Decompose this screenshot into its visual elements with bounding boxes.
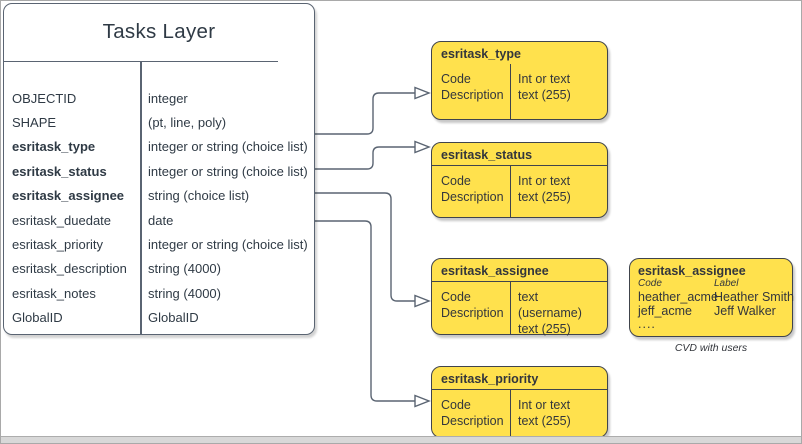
cell-text: Int or text [518,398,571,412]
table-row: esritask_priority integer or string (choi… [4,232,314,256]
cvd-row: jeff_acme Jeff Walker [638,304,784,318]
choice-table-title: esritask_priority [432,367,607,390]
cell-text: Code [441,290,471,304]
cell-text: Description [441,306,504,320]
table-row: esritask_status integer or string (choice… [4,159,314,183]
table-row: OBJECTID integer [4,86,314,110]
connector-esritask-assignee [315,192,415,302]
connector-esritask-type [315,92,415,135]
field-type: string (4000) [148,285,221,301]
cvd-code: jeff_acme [638,304,692,318]
cell-text: Int or text [518,174,571,188]
cell-text: text (255) [518,88,571,102]
open-arrowhead-icon [414,294,431,308]
cell-text: Int or text [518,72,571,86]
table-row: esritask_type integer or string (choice l… [4,135,314,159]
field-type: integer or string (choice list) [148,163,308,179]
cell-text: text (255) [518,190,571,204]
table-title: Tasks Layer [102,20,216,43]
open-arrowhead-icon [414,140,431,154]
cvd-column-headers: Code Label [638,278,784,290]
cell-text: Code [441,174,471,188]
cell-text: Code [441,398,471,412]
table-row: esritask_duedate date [4,208,314,232]
field-type: integer or string (choice list) [148,139,308,155]
field-name: esritask_notes [12,285,96,301]
cvd-code: heather_acme [638,290,718,304]
cvd-title: esritask_assignee [638,264,746,278]
column-divider [140,61,142,334]
field-name: esritask_status [12,163,107,179]
field-type: string (choice list) [148,188,250,204]
cvd-label: Heather Smith [714,290,794,304]
table-row: esritask_assignee string (choice list) [4,184,314,208]
open-arrowhead-icon [414,394,431,408]
field-name: esritask_duedate [12,212,112,228]
cell-text: text (255) [518,414,571,428]
cvd-caption: CVD with users [674,342,748,354]
field-type: GlobalID [148,310,199,326]
open-arrowhead-icon [414,86,431,100]
cvd-ellipsis: .... [638,317,656,331]
choice-table-title: esritask_type [441,47,521,61]
cvd-example-box: esritask_assignee Code Label heather_acm… [629,258,794,337]
type-cell: Int or text text (255) [511,166,607,217]
cvd-code-header: Code [638,278,662,289]
cvd-label-header: Label [714,278,739,289]
field-type: string (4000) [148,261,221,277]
connector-esritask-status [315,146,415,170]
field-name: OBJECTID [12,90,77,106]
table-row: esritask_description string (4000) [4,257,314,281]
cell-text: Description [441,414,504,428]
canvas-bottom-band [1,436,801,443]
field-name: esritask_assignee [12,188,125,204]
field-name: SHAPE [12,115,57,131]
field-name: esritask_priority [12,237,104,253]
field-list: OBJECTID integer SHAPE (pt, line, poly) es… [4,86,314,330]
type-cell: text (username) text (255) [511,282,607,336]
table-row: esritask_notes string (4000) [4,281,314,305]
cell-text: Description [441,88,504,102]
field-name: esritask_type [12,139,96,155]
cell-text: text (255) [518,322,571,336]
field-type: date [148,212,174,228]
field-type: (pt, line, poly) [148,115,227,131]
table-row: GlobalID GlobalID [4,306,314,330]
type-cell: Int or text text (255) [511,64,607,119]
choice-table-title: esritask_assignee [432,259,607,282]
cell-text: text (username) [518,290,582,320]
cvd-row: heather_acme Heather Smith [638,290,794,304]
field-type: integer or string (choice list) [148,237,308,253]
type-cell: Int or text text (255) [511,390,607,437]
connector-esritask-priority [315,220,415,402]
choice-table-title: esritask_status [432,143,607,166]
table-row: SHAPE (pt, line, poly) [4,110,314,134]
tasks-layer-table: Tasks Layer OBJECTID integer SHAPE (pt, li… [3,3,315,335]
field-type: integer [148,90,188,106]
cell-text: Description [441,190,504,204]
cvd-label: Jeff Walker [714,304,776,318]
field-name: GlobalID [12,310,63,326]
field-name: esritask_description [12,261,127,277]
cell-text: Code [441,72,471,86]
